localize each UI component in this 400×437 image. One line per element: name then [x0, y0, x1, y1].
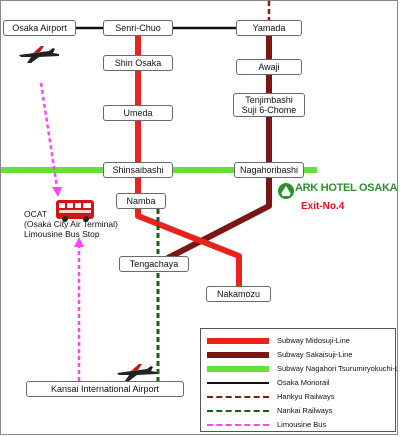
legend-item: Hankyu Railways	[201, 391, 395, 403]
station-nakamozu[interactable]: Nakamozu	[206, 286, 271, 302]
legend-label: Hankyu Railways	[277, 392, 335, 401]
arrow-head	[52, 187, 62, 197]
legend-label: Osaka Monorail	[277, 378, 330, 387]
legend-swatch	[207, 352, 269, 358]
station-senri-chuo[interactable]: Senri-Chuo	[103, 20, 173, 36]
map-legend: Subway Midosuji-Line Subway Sakaisuji-Li…	[200, 328, 398, 432]
legend-item: Osaka Monorail	[201, 377, 395, 389]
legend-item: Nankai Railways	[201, 405, 395, 417]
midosuji-line	[135, 28, 242, 294]
station-awaji[interactable]: Awaji	[236, 59, 302, 75]
legend-swatch	[207, 410, 269, 412]
legend-swatch	[207, 396, 269, 398]
station-tengachaya[interactable]: Tengachaya	[119, 256, 189, 272]
station-tenjimbashi-suji[interactable]: Tenjimbashi Suji 6-Chome	[233, 93, 305, 117]
legend-item: Subway Nagahori Tsurumiryokuchi-Line	[201, 363, 398, 375]
ocat-subtitle: (Osaka City Air Terminal)	[24, 219, 118, 229]
legend-label: Limousine Bus	[277, 420, 327, 429]
arrow-head	[74, 237, 84, 247]
legend-label: Subway Nagahori Tsurumiryokuchi-Line	[277, 364, 398, 373]
ocat-title: OCAT	[24, 209, 47, 219]
station-umeda[interactable]: Umeda	[103, 105, 173, 121]
legend-item: Subway Sakaisuji-Line	[201, 349, 395, 361]
station-namba[interactable]: Namba	[116, 193, 166, 209]
ocat-label: OCAT (Osaka City Air Terminal) Limousine…	[24, 209, 118, 239]
station-yamada[interactable]: Yamada	[236, 20, 302, 36]
legend-swatch	[207, 382, 269, 384]
hotel-exit: Exit-No.4	[301, 201, 345, 212]
legend-item: Limousine Bus	[201, 419, 395, 431]
station-shin-osaka[interactable]: Shin Osaka	[103, 55, 173, 71]
legend-swatch	[207, 424, 269, 426]
legend-label: Nankai Railways	[277, 406, 333, 415]
ocat-bus-stop: Limousine Bus Stop	[24, 229, 100, 239]
station-label-line2: Suji 6-Chome	[241, 105, 297, 115]
legend-item: Subway Midosuji-Line	[201, 335, 395, 347]
station-kansai-airport[interactable]: Kansai International Airport	[26, 381, 184, 397]
airplane-icon	[19, 46, 59, 63]
legend-label: Subway Sakaisuji-Line	[277, 350, 353, 359]
station-shinsaibashi[interactable]: Shinsaibashi	[103, 162, 173, 178]
legend-swatch	[207, 366, 269, 372]
hotel-logo-icon	[278, 183, 294, 199]
hotel-name[interactable]: ARK HOTEL OSAKA	[295, 182, 398, 194]
legend-label: Subway Midosuji-Line	[277, 336, 350, 345]
bus-icon	[56, 200, 94, 222]
station-label-line1: Tenjimbashi	[245, 95, 293, 105]
limousine-bus-osaka	[39, 82, 59, 188]
station-nagahoribashi[interactable]: Nagahoribashi	[234, 162, 304, 178]
legend-swatch	[207, 338, 269, 344]
airplane-icon	[117, 364, 157, 381]
station-osaka-airport[interactable]: Osaka Airport	[3, 20, 76, 36]
